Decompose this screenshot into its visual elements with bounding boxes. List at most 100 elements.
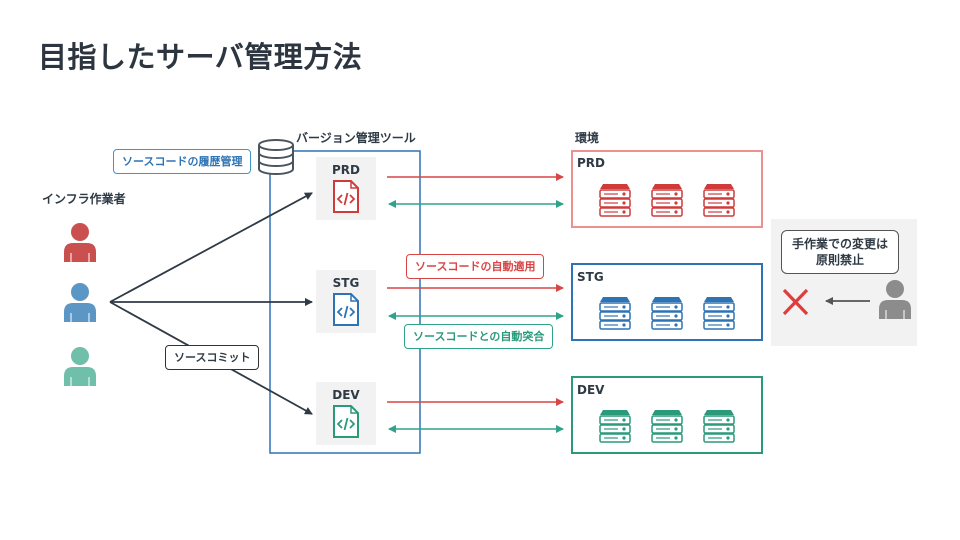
manual-change-note-line1: 手作業での変更は: [792, 237, 889, 251]
code-bracket-left: [336, 419, 343, 429]
server-top: [652, 184, 682, 189]
code-slash: [343, 305, 349, 319]
server-unit: [599, 302, 631, 312]
auto-reconcile-callout: ソースコードとの自動突合: [404, 324, 554, 349]
server-top: [652, 297, 682, 302]
file-fold: [350, 181, 358, 189]
commit-arrow-prd: [109, 192, 313, 303]
server-icon: [703, 297, 735, 330]
server-led: [674, 436, 678, 440]
server-unit: [703, 424, 735, 434]
server-icon: [599, 297, 631, 330]
server-led: [726, 201, 730, 205]
server-unit: [599, 320, 631, 330]
page-title: 目指したサーバ管理方法: [38, 40, 363, 74]
server-icon: [651, 184, 683, 217]
doc-label-stg: STG: [332, 276, 360, 290]
server-top: [600, 297, 630, 302]
code-file-icon: [333, 180, 359, 213]
worker-person-icon: [64, 283, 96, 322]
vcs-tool-label: バージョン管理ツール: [296, 131, 416, 145]
server-led: [622, 314, 626, 318]
server-unit: [599, 198, 631, 208]
file-fold: [350, 406, 358, 414]
server-led: [674, 305, 678, 309]
server-unit: [703, 207, 735, 217]
server-top: [600, 410, 630, 415]
person-body: [64, 367, 96, 386]
server-led: [622, 192, 626, 196]
person-head: [71, 283, 89, 301]
server-top: [600, 184, 630, 189]
database-icon: [258, 139, 294, 175]
server-icon: [599, 184, 631, 217]
code-bracket-left: [336, 307, 343, 317]
code-bracket-right: [349, 307, 356, 317]
env-label-prd: PRD: [577, 156, 605, 170]
source-history-callout: ソースコードの履歴管理: [113, 149, 252, 174]
code-file-icon: [333, 293, 359, 326]
server-led: [622, 323, 626, 327]
server-unit: [651, 424, 683, 434]
env-label-stg: STG: [577, 270, 604, 284]
server-unit: [703, 433, 735, 443]
server-top: [704, 410, 734, 415]
server-led: [674, 210, 678, 214]
server-unit: [703, 320, 735, 330]
server-icon: [651, 297, 683, 330]
server-icon: [703, 184, 735, 217]
server-led: [726, 418, 730, 422]
server-unit: [599, 189, 631, 199]
server-unit: [651, 198, 683, 208]
server-unit: [703, 311, 735, 321]
environments-label: 環境: [575, 131, 600, 145]
code-slash: [343, 192, 349, 206]
worker-person-icon: [64, 223, 96, 262]
server-unit: [703, 415, 735, 425]
server-unit: [651, 433, 683, 443]
server-unit: [599, 311, 631, 321]
auto-apply-callout: ソースコードの自動適用: [406, 254, 545, 279]
file-fold: [350, 294, 358, 302]
person-body: [64, 243, 96, 262]
server-led: [622, 305, 626, 309]
person-head: [71, 223, 89, 241]
server-unit: [599, 424, 631, 434]
person-body: [64, 303, 96, 322]
server-unit: [599, 207, 631, 217]
server-led: [674, 192, 678, 196]
server-unit: [703, 189, 735, 199]
code-bracket-left: [336, 194, 343, 204]
server-led: [674, 418, 678, 422]
code-file-icon: [333, 405, 359, 438]
database-ring-1: [258, 152, 294, 159]
vcs-container: [269, 150, 421, 454]
server-icon: [703, 410, 735, 443]
server-unit: [703, 198, 735, 208]
server-unit: [599, 415, 631, 425]
server-top: [704, 184, 734, 189]
file-outline: [333, 180, 359, 213]
server-led: [622, 436, 626, 440]
worker-person-icon: [64, 347, 96, 386]
server-unit: [651, 302, 683, 312]
doc-label-prd: PRD: [332, 163, 360, 177]
manual-change-note: 手作業での変更は 原則禁止: [781, 230, 899, 274]
server-led: [622, 201, 626, 205]
server-unit: [651, 189, 683, 199]
server-led: [726, 314, 730, 318]
server-led: [726, 436, 730, 440]
server-led: [674, 201, 678, 205]
server-icon: [651, 410, 683, 443]
server-unit: [651, 311, 683, 321]
server-unit: [651, 320, 683, 330]
env-label-dev: DEV: [577, 383, 605, 397]
server-led: [726, 427, 730, 431]
infra-workers-label: インフラ作業者: [42, 192, 126, 206]
source-commit-callout: ソースコミット: [165, 345, 260, 370]
server-led: [674, 427, 678, 431]
file-outline: [333, 405, 359, 438]
server-unit: [599, 433, 631, 443]
database-body: [258, 145, 294, 175]
code-slash: [343, 417, 349, 431]
